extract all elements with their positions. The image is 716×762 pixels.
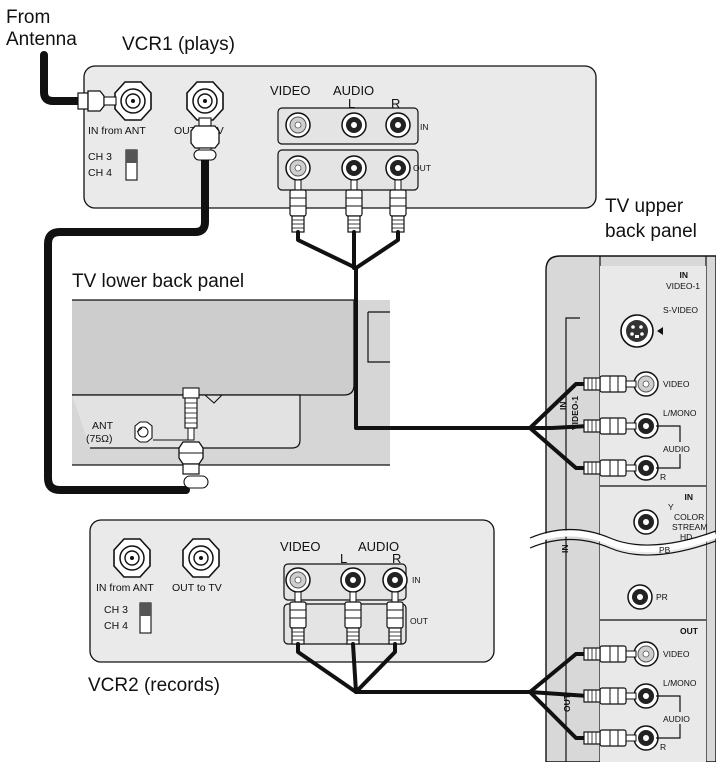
tv-out-video-jack[interactable] — [633, 641, 659, 667]
tv-ohm-label: (75Ω) — [86, 433, 113, 445]
vcr2-in-r-jack[interactable] — [382, 567, 408, 593]
vcr1-in-r-jack[interactable] — [385, 112, 411, 138]
tv-in-side-label: IN — [558, 402, 568, 411]
tv-video1-header: VIDEO-1 — [666, 281, 700, 291]
vcr2-in-video-jack[interactable] — [285, 567, 311, 593]
tv-y-jack[interactable] — [633, 509, 659, 535]
vcr2-out-to-tv-label: OUT to TV — [172, 582, 222, 594]
tv-video1-side-label: VIDEO-1 — [570, 396, 580, 430]
tv-in2-header: IN — [685, 492, 694, 502]
from-antenna-label-line1: From — [6, 7, 50, 28]
tv-pb-label: PB — [659, 545, 671, 555]
tv-in-lmono-jack[interactable] — [633, 413, 659, 439]
vcr2-l-label: L — [340, 551, 347, 566]
tv-in-header: IN — [680, 270, 689, 280]
vcr2-ch4-label: CH 4 — [104, 620, 128, 632]
vcr1-audio-label: AUDIO — [333, 83, 374, 98]
tv-in-audio-label: AUDIO — [663, 444, 690, 454]
tv-out-audio-label: AUDIO — [663, 714, 690, 724]
tv-pr-label: PR — [656, 592, 668, 602]
vcr2-ch3-label: CH 3 — [104, 604, 128, 616]
vcr2-audio-label: AUDIO — [358, 539, 399, 554]
vcr1-ch3-label: CH 3 — [88, 151, 112, 163]
vcr1-title: VCR1 (plays) — [122, 34, 235, 55]
tv-lower-label: TV lower back panel — [72, 271, 244, 292]
tv-pr-jack[interactable] — [627, 584, 653, 610]
vcr2-in-from-ant-jack[interactable] — [113, 538, 151, 578]
tv-stream-label: STREAM — [672, 522, 707, 532]
vcr1-out-r-jack[interactable] — [385, 155, 411, 181]
vcr1-av-cable — [289, 179, 637, 477]
vcr2-in-label: IN — [412, 575, 421, 585]
tv-hd-label: HD — [680, 532, 692, 542]
vcr2-in-l-jack[interactable] — [340, 567, 366, 593]
vcr2-av-cable — [289, 591, 637, 747]
tv-ant-label: ANT — [92, 420, 114, 432]
tv-color-label: COLOR — [674, 512, 704, 522]
coax-cable-vcr1-to-tv — [44, 117, 220, 494]
vcr1-ch4-label: CH 4 — [88, 167, 112, 179]
vcr2-out-to-tv-jack[interactable] — [182, 538, 220, 578]
tv-in-side2-label: IN — [560, 545, 570, 554]
vcr2-in-from-ant-label: IN from ANT — [96, 582, 154, 594]
vcr1-r-label: R — [391, 96, 400, 111]
tv-upper-label-line2: back panel — [605, 221, 697, 242]
vcr1-channel-switch[interactable] — [125, 149, 138, 181]
tv-out-lmono-jack[interactable] — [633, 683, 659, 709]
tv-ant-jack[interactable] — [134, 421, 153, 443]
tv-in-r-jack[interactable] — [633, 455, 659, 481]
vcr1-in-label: IN — [420, 122, 429, 132]
tv-out-r-label: R — [660, 742, 666, 752]
svideo-jack[interactable] — [620, 314, 663, 348]
vcr1-out-video-jack[interactable] — [285, 155, 311, 181]
vcr2-title: VCR2 (records) — [88, 675, 220, 696]
vcr2-channel-switch[interactable] — [139, 602, 152, 634]
vcr1-in-from-ant-jack[interactable] — [114, 81, 152, 121]
vcr1-out-l-jack[interactable] — [341, 155, 367, 181]
tv-out-lmono-label: L/MONO — [663, 678, 697, 688]
vcr1-video-label: VIDEO — [270, 83, 310, 98]
tv-in-r-label: R — [660, 472, 666, 482]
tv-out-r-jack[interactable] — [633, 725, 659, 751]
from-antenna-label-line2: Antenna — [6, 29, 77, 50]
vcr1-in-from-ant-label: IN from ANT — [88, 125, 146, 137]
tv-out-side-label: OUT — [562, 693, 572, 712]
tv-y-label: Y — [668, 502, 674, 512]
tv-upper-label-line1: TV upper — [605, 196, 684, 217]
tv-ant-coax-connector — [178, 387, 204, 475]
vcr1-in-video-jack[interactable] — [285, 112, 311, 138]
tv-in-lmono-label: L/MONO — [663, 408, 697, 418]
vcr2-out-label: OUT — [410, 616, 428, 626]
vcr1-in-l-jack[interactable] — [341, 112, 367, 138]
tv-out-video-label: VIDEO — [663, 649, 690, 659]
vcr2-video-label: VIDEO — [280, 539, 320, 554]
vcr1-out-label: OUT — [413, 163, 431, 173]
tv-in-video-jack[interactable] — [633, 371, 659, 397]
vcr2-r-label: R — [392, 551, 401, 566]
tv-svideo-label: S-VIDEO — [663, 305, 698, 315]
vcr1-l-label: L — [348, 96, 355, 111]
vcr1-out-to-tv-jack[interactable] — [186, 81, 224, 121]
tv-lower-back-panel — [72, 299, 390, 466]
tv-out-header: OUT — [680, 626, 699, 636]
antenna-cable — [40, 51, 117, 112]
tv-in-video-label: VIDEO — [663, 379, 690, 389]
